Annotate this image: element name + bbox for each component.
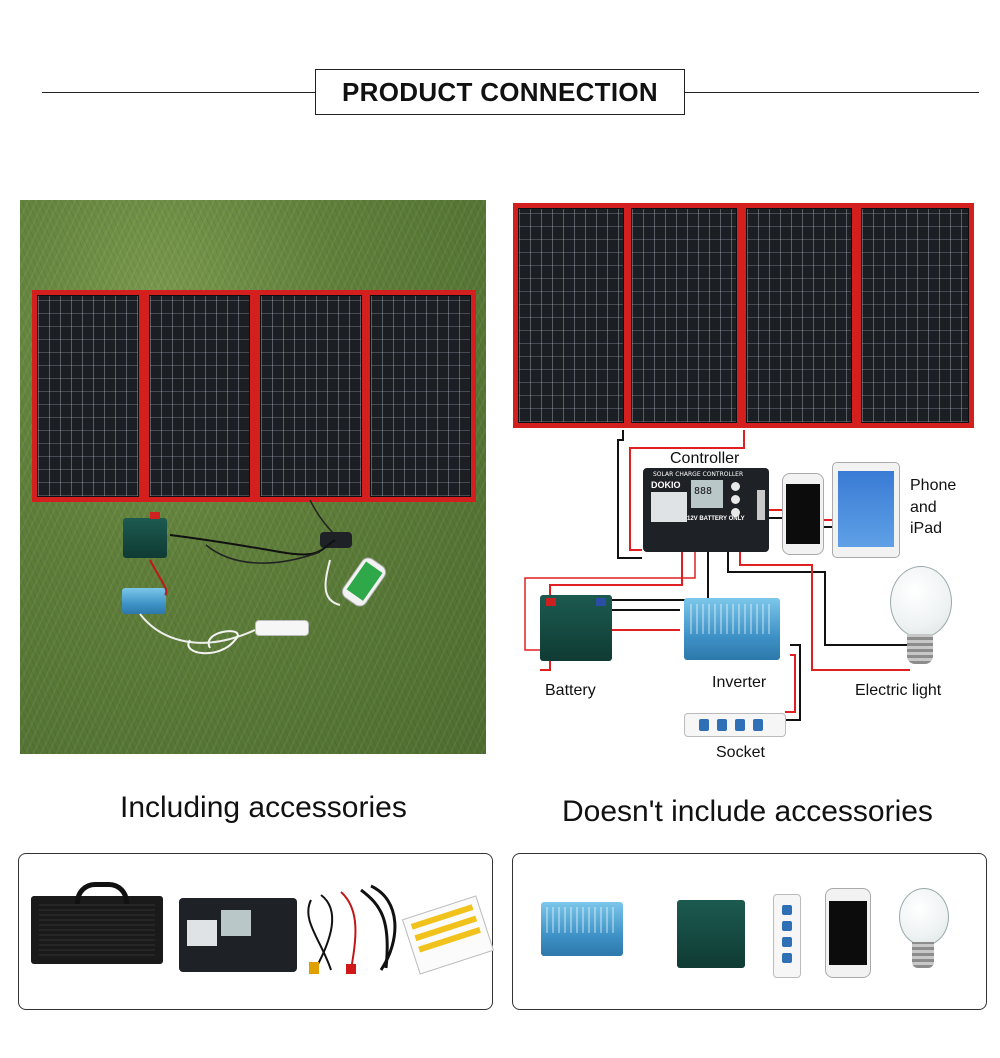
label-phone: Phone: [910, 477, 957, 494]
controller-battery-text: 12V BATTERY ONLY: [687, 516, 745, 522]
diagram-solar-panel-1: [513, 203, 629, 428]
photo-battery: [123, 518, 167, 558]
excluded-battery: [677, 900, 745, 968]
diagram-solar-panel-2: [626, 203, 742, 428]
photo-battery-terminal: [150, 512, 160, 519]
included-accessories-box: [18, 853, 495, 1010]
diagram-bulb-base: [907, 634, 933, 664]
photo-solar-panel-1: [32, 290, 144, 502]
diagram-socket-strip: [684, 713, 786, 737]
manual-cards: [401, 895, 495, 975]
diagram-solar-panel-4: [856, 203, 974, 428]
caption-including-accessories: Including accessories: [120, 791, 407, 824]
caption-excluding-accessories: Doesn't include accessories: [562, 795, 933, 828]
diagram-ipad: [832, 462, 900, 558]
controller-info-plate: [651, 492, 687, 522]
label-electric-light: Electric light: [855, 682, 942, 699]
excluded-inverter: [541, 902, 623, 956]
controller-title-text: SOLAR CHARGE CONTROLLER: [653, 471, 744, 478]
controller-button-3: [731, 508, 740, 517]
controller-brand-logo: DOKIO: [651, 480, 681, 490]
controller-button-2: [731, 495, 740, 504]
excluded-phone: [825, 888, 871, 978]
excluded-bulb-base: [912, 942, 934, 968]
photo-inverter: [122, 588, 166, 614]
photo-solar-panel-3: [255, 290, 367, 502]
diagram-battery-terminal-neg: [546, 598, 556, 606]
diagram-phone: [782, 473, 824, 555]
diagram-battery-terminal-pos: [596, 598, 606, 606]
diagram-inverter: [684, 598, 780, 660]
controller-lcd: 888: [691, 480, 723, 508]
diagram-charge-controller: SOLAR CHARGE CONTROLLER DOKIO 888 12V BA…: [643, 468, 769, 552]
diagram-battery: [540, 595, 612, 661]
header-rule-right: [685, 92, 979, 93]
carry-bag: [31, 882, 163, 964]
controller-lcd-digits: 888: [694, 486, 713, 497]
excluded-bulb: [899, 888, 949, 946]
photo-power-strip: [255, 620, 309, 636]
accessory-cables: [307, 884, 397, 974]
header-rule-left: [42, 92, 315, 93]
accessory-charge-controller: [179, 898, 297, 972]
label-battery: Battery: [545, 682, 596, 699]
diagram-solar-panel-3: [741, 203, 857, 428]
label-ipad: iPad: [910, 520, 943, 537]
controller-button-1: [731, 482, 740, 491]
label-socket: Socket: [716, 744, 765, 761]
diagram-bulb: [890, 566, 952, 638]
product-photo: [20, 200, 486, 754]
label-inverter: Inverter: [712, 674, 767, 691]
label-controller: Controller: [670, 450, 740, 467]
excluded-power-strip: [773, 894, 801, 978]
photo-solar-panel-2: [144, 290, 255, 502]
label-and: and: [910, 499, 937, 516]
controller-usb-ports: [757, 490, 765, 520]
page-title: PRODUCT CONNECTION: [315, 69, 685, 115]
photo-solar-panel-4: [365, 290, 476, 502]
photo-cables: [139, 499, 341, 655]
excluded-accessories-box: [512, 853, 987, 1010]
